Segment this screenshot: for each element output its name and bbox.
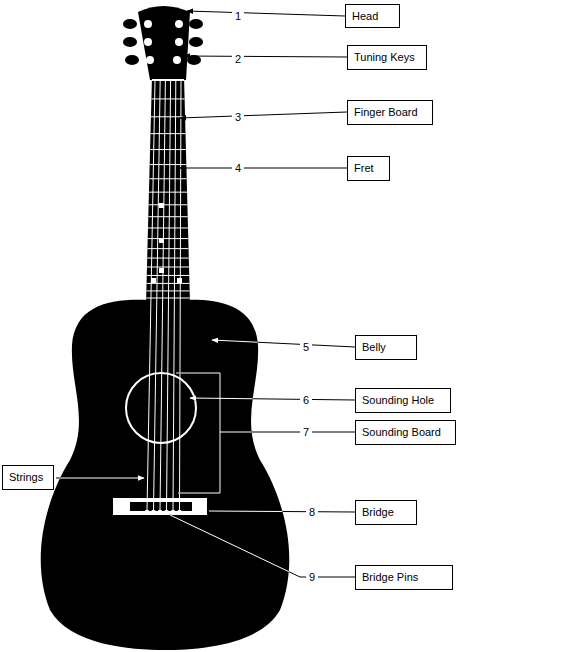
part-name: Finger Board	[354, 106, 418, 118]
part-name: Tuning Keys	[354, 51, 415, 63]
callout-number: 4	[232, 162, 244, 175]
part-name-box: Bridge Pins	[355, 565, 453, 590]
callout-number: 2	[232, 53, 244, 66]
strings	[147, 80, 181, 510]
callout-number: 6	[300, 394, 312, 407]
part-name: Fret	[354, 162, 374, 174]
part-name: Bridge	[362, 506, 394, 518]
callout-number: 3	[232, 111, 244, 124]
bridge-strip	[130, 502, 192, 511]
callout-number: 1	[232, 10, 244, 23]
leader-lines-on-body	[56, 340, 355, 577]
callout-number: 9	[306, 571, 318, 584]
leader-lines	[56, 11, 355, 577]
callout-number: 8	[306, 506, 318, 519]
part-name-box: Fret	[347, 156, 390, 181]
part-name: Strings	[9, 471, 43, 483]
part-name: Bridge Pins	[362, 571, 418, 583]
guitar-body	[41, 300, 290, 650]
guitar-head	[138, 6, 190, 80]
part-name: Sounding Board	[362, 426, 441, 438]
tuning-keys	[123, 19, 203, 65]
part-name: Belly	[362, 341, 386, 353]
part-name-box: Sounding Board	[355, 420, 456, 445]
part-name-box: Head	[345, 4, 400, 28]
part-name: Head	[352, 10, 378, 22]
part-name-box: Finger Board	[347, 100, 433, 125]
callout-number: 7	[300, 426, 312, 439]
callout-number: 5	[300, 341, 312, 354]
fret-markers	[151, 203, 182, 283]
part-name-box: Belly	[355, 335, 417, 360]
part-name-box: Bridge	[355, 500, 417, 525]
part-name: Sounding Hole	[362, 394, 434, 406]
part-name-box: Tuning Keys	[347, 45, 427, 70]
part-name-box: Sounding Hole	[355, 388, 451, 413]
part-name-box: Strings	[2, 465, 54, 490]
bridge-pins	[145, 510, 182, 515]
